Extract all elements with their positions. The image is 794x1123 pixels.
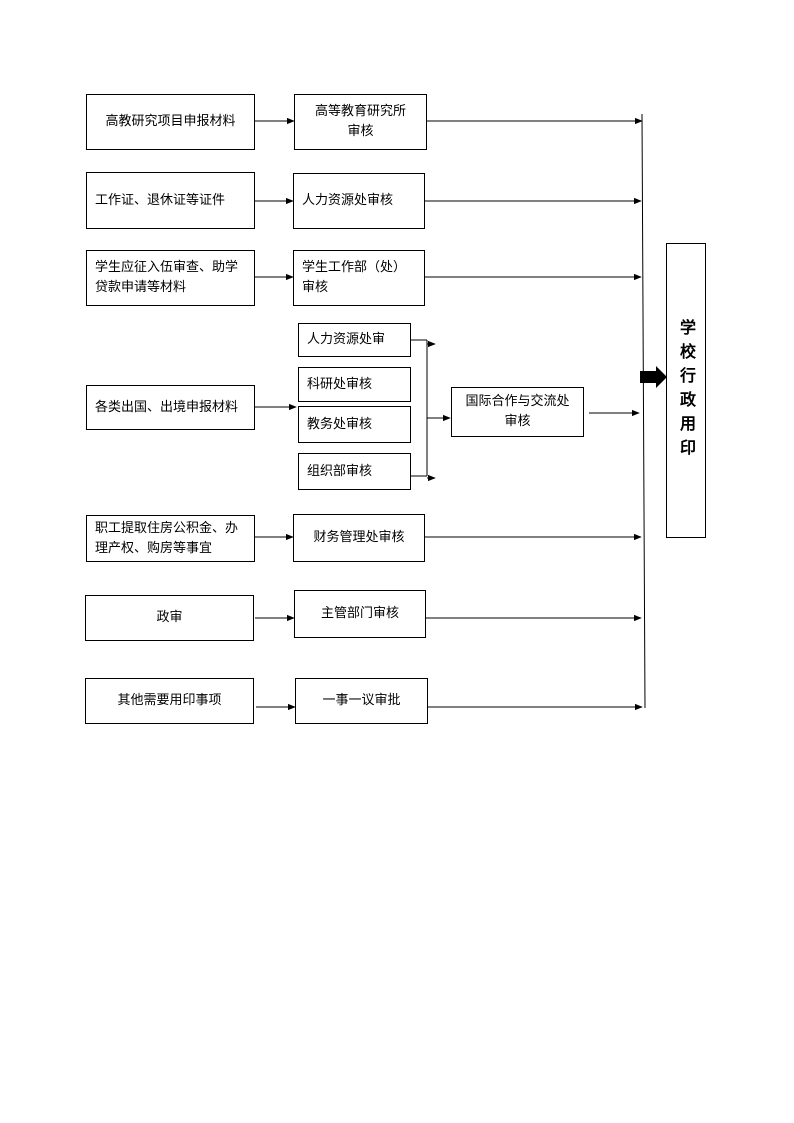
collector-line: [641, 113, 646, 709]
source-political-label: 政审: [156, 610, 183, 625]
review-other: 一事一议审批: [295, 678, 428, 724]
review-certificates: 人力资源处审核: [293, 173, 425, 229]
abroad-review-academic-label: 教务处审核: [307, 416, 373, 432]
source-research: 高教研究项目申报材料: [86, 94, 255, 150]
abroad-review-international-label: 国际合作与交流处 审核: [465, 394, 570, 429]
abroad-review-organization-label: 组织部审核: [307, 463, 373, 479]
source-other: 其他需要用印事项: [85, 678, 254, 724]
abroad-review-international: 国际合作与交流处 审核: [451, 387, 584, 437]
abroad-review-research-label: 科研处审核: [307, 376, 373, 392]
review-certificates-label: 人力资源处审核: [302, 193, 394, 208]
source-student: 学生应征入伍审查、助学 贷款申请等材料: [86, 250, 255, 306]
source-housing: 职工提取住房公积金、办 理产权、购房等事宜: [86, 515, 255, 562]
abroad-review-organization: 组织部审核: [298, 453, 411, 490]
abroad-review-hr: 人力资源处审: [298, 323, 411, 357]
review-housing-label: 财务管理处审核: [313, 530, 405, 545]
review-housing: 财务管理处审核: [293, 514, 425, 562]
review-political: 主管部门审核: [294, 590, 426, 638]
source-research-label: 高教研究项目申报材料: [105, 114, 236, 129]
source-certificates-label: 工作证、退休证等证件: [95, 192, 226, 208]
source-political: 政审: [85, 595, 254, 641]
abroad-review-hr-label: 人力资源处审: [307, 332, 386, 347]
source-abroad: 各类出国、出境申报材料: [86, 385, 255, 430]
target-seal-box: 学校行政用印: [666, 243, 706, 538]
source-certificates: 工作证、退休证等证件: [86, 172, 255, 229]
review-other-label: 一事一议审批: [322, 693, 401, 708]
source-student-label: 学生应征入伍审查、助学 贷款申请等材料: [95, 260, 239, 295]
review-political-label: 主管部门审核: [320, 606, 399, 621]
review-research: 高等教育研究所 审核: [294, 94, 427, 150]
target-seal-label: 学校行政用印: [677, 318, 696, 463]
source-abroad-label: 各类出国、出境申报材料: [95, 399, 239, 415]
review-student: 学生工作部（处） 审核: [293, 250, 425, 306]
source-other-label: 其他需要用印事项: [117, 693, 222, 708]
abroad-review-academic: 教务处审核: [298, 406, 411, 443]
review-student-label: 学生工作部（处） 审核: [302, 260, 407, 295]
source-housing-label: 职工提取住房公积金、办 理产权、购房等事宜: [95, 520, 239, 556]
abroad-review-research: 科研处审核: [298, 367, 411, 402]
thick-arrow-to-target: [640, 366, 667, 388]
review-research-label: 高等教育研究所 审核: [314, 104, 406, 139]
